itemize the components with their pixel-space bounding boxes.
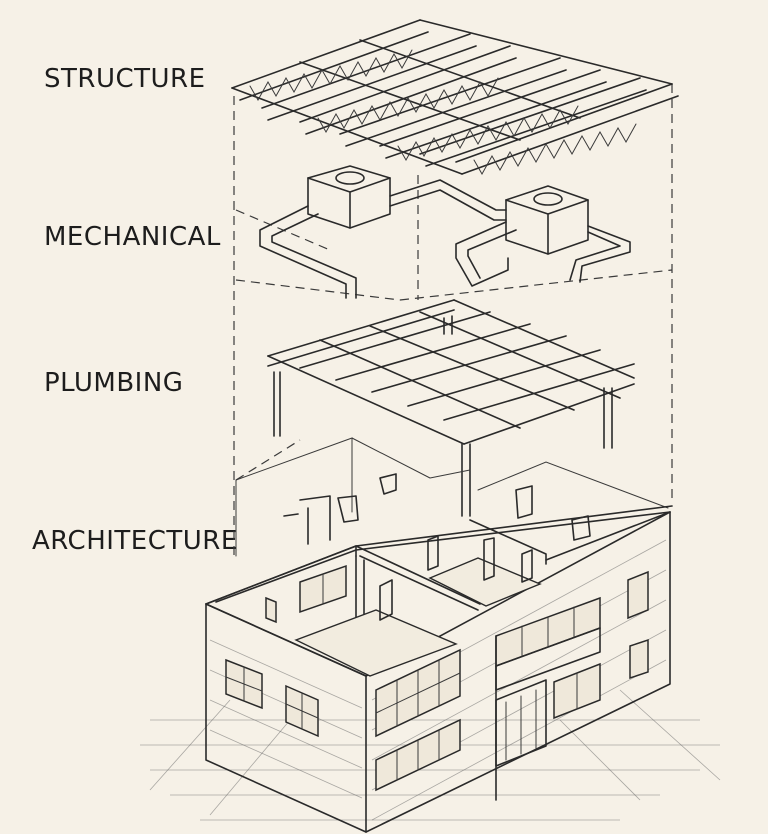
mechanical-units-and-ducts xyxy=(259,165,631,299)
label-plumbing: PLUMBING xyxy=(44,368,184,398)
structure-truss-grid xyxy=(231,19,679,176)
label-mechanical: MECHANICAL xyxy=(44,222,221,252)
dashed-guide-lines xyxy=(233,84,673,560)
architecture-building xyxy=(205,437,673,833)
label-architecture: ARCHITECTURE xyxy=(32,526,238,556)
plumbing-pipe-grid xyxy=(267,299,635,517)
label-structure: STRUCTURE xyxy=(44,64,206,94)
